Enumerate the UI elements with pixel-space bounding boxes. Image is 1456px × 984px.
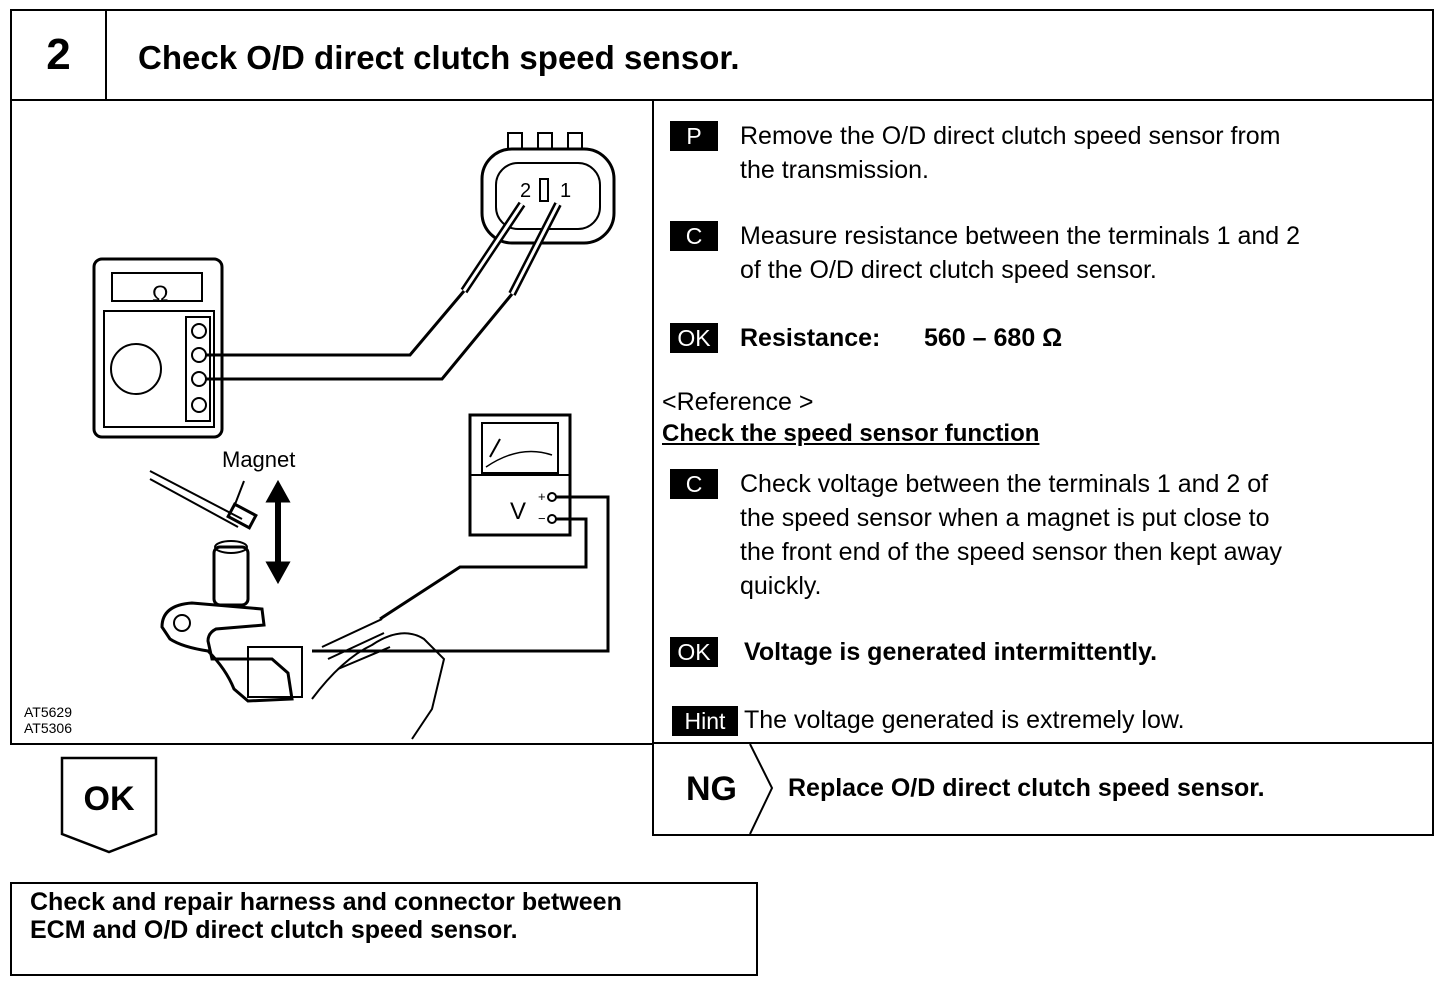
magnet bbox=[226, 502, 258, 530]
connector-terminal-2: 2 bbox=[520, 180, 531, 202]
ok-badge: OK bbox=[670, 323, 718, 353]
p-text-line: Remove the O/D direct clutch speed senso… bbox=[740, 122, 1281, 150]
ng-label: NG bbox=[686, 770, 737, 808]
ok-flow-label: OK bbox=[83, 780, 135, 818]
sensor-test-illustration: Ω 2 1 Magnet V + − AT5629 AT5306 bbox=[24, 132, 616, 740]
reference-title: Check the speed sensor function bbox=[662, 420, 1040, 447]
c-badge: C bbox=[670, 469, 718, 499]
ohm-symbol: Ω bbox=[152, 281, 168, 306]
ok-action-line: ECM and O/D direct clutch speed sensor. bbox=[30, 916, 518, 944]
step-number: 2 bbox=[12, 11, 107, 99]
p-badge: P bbox=[670, 121, 718, 151]
p-text-line: the transmission. bbox=[740, 156, 929, 184]
ok-action-line: Check and repair harness and connector b… bbox=[30, 888, 622, 916]
figure-code: AT5629 bbox=[24, 704, 72, 720]
c-badge: C bbox=[670, 221, 718, 251]
ng-action-text: Replace O/D direct clutch speed sensor. bbox=[788, 774, 1265, 802]
illustration-panel: Ω 2 1 Magnet V + − AT5629 AT5306 bbox=[10, 99, 654, 745]
magnet-label: Magnet bbox=[222, 447, 295, 472]
hint-text: The voltage generated is extremely low. bbox=[744, 706, 1185, 734]
reference-label: <Reference > bbox=[662, 388, 814, 416]
step-title: Check O/D direct clutch speed sensor. bbox=[138, 39, 740, 76]
connector-terminal-1: 1 bbox=[560, 180, 571, 202]
ok-result-text: Voltage is generated intermittently. bbox=[744, 638, 1158, 666]
c-text-line: Check voltage between the terminals 1 an… bbox=[740, 470, 1269, 498]
speed-sensor bbox=[212, 545, 250, 607]
figure-code: AT5306 bbox=[24, 720, 72, 736]
c-text-line: the speed sensor when a magnet is put cl… bbox=[740, 504, 1270, 532]
plus-sign: + bbox=[538, 489, 546, 504]
minus-sign: − bbox=[538, 511, 546, 526]
ohmmeter bbox=[92, 257, 224, 439]
ng-result-box: NG Replace O/D direct clutch speed senso… bbox=[652, 742, 1434, 836]
voltmeter-label: V bbox=[510, 498, 526, 525]
c-text-line: of the O/D direct clutch speed sensor. bbox=[740, 256, 1157, 284]
step-header: 2 Check O/D direct clutch speed sensor. bbox=[10, 9, 1434, 101]
resistance-label: Resistance: bbox=[740, 324, 881, 352]
resistance-value: 560 – 680 Ω bbox=[924, 324, 1063, 352]
c-text-line: the front end of the speed sensor then k… bbox=[740, 538, 1283, 566]
hint-badge: Hint bbox=[672, 706, 738, 736]
ok-flow-arrow: OK bbox=[60, 756, 158, 854]
ok-badge: OK bbox=[670, 637, 718, 667]
instructions-panel: P Remove the O/D direct clutch speed sen… bbox=[652, 99, 1434, 744]
ok-action-box: Check and repair harness and connector b… bbox=[10, 882, 758, 976]
c-text-line: Measure resistance between the terminals… bbox=[740, 222, 1301, 250]
c-text-line: quickly. bbox=[740, 572, 822, 600]
